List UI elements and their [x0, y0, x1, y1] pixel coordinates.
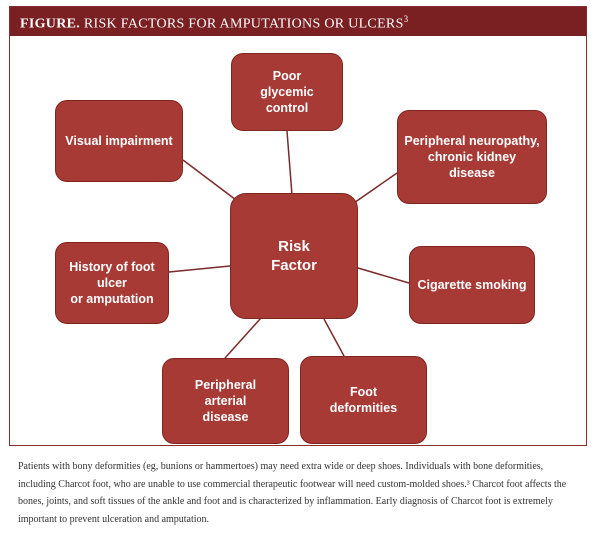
- connector-visual: [182, 159, 241, 204]
- node-history-of-foot-ulcer: History of foot ulcer or amputation: [55, 242, 169, 324]
- node-cigarette-smoking-label: Cigarette smoking: [417, 278, 527, 292]
- node-poor-glycemic-control: Poor glycemic control: [231, 53, 343, 131]
- connector-arterial: [224, 317, 262, 359]
- node-peripheral-arterial-disease: Peripheral arterial disease: [162, 358, 289, 444]
- node-history-of-foot-ulcer-label: History of foot ulcer or amputation: [69, 260, 155, 306]
- node-risk-factor-center-label: Risk Factor: [271, 238, 317, 274]
- figure-title-reference: 3: [403, 14, 409, 24]
- connector-glycemic: [286, 130, 293, 196]
- node-peripheral-arterial-disease-label: Peripheral arterial disease: [194, 378, 257, 424]
- connector-neuropathy: [350, 172, 398, 206]
- node-foot-deformities: Foot deformities: [300, 356, 427, 444]
- figure-label: FIGURE.: [20, 16, 81, 32]
- node-peripheral-neuropathy: Peripheral neuropathy, chronic kidney di…: [397, 110, 547, 204]
- node-cigarette-smoking: Cigarette smoking: [409, 246, 535, 324]
- figure-title: RISK FACTORS FOR AMPUTATIONS OR ULCERS: [83, 16, 404, 32]
- node-visual-impairment-label: Visual impairment: [65, 134, 173, 148]
- connector-smoking: [357, 267, 410, 284]
- connector-history: [168, 265, 231, 273]
- figure-caption: Patients with bony deformities (eg, buni…: [18, 461, 567, 525]
- node-visual-impairment: Visual impairment: [55, 100, 183, 182]
- node-risk-factor-center: Risk Factor: [230, 193, 358, 319]
- node-poor-glycemic-control-label: Poor glycemic control: [260, 69, 314, 115]
- node-foot-deformities-label: Foot deformities: [329, 385, 398, 415]
- node-peripheral-neuropathy-label: Peripheral neuropathy, chronic kidney di…: [404, 134, 540, 180]
- connector-deformities: [323, 318, 345, 357]
- figure-header: FIGURE. RISK FACTORS FOR AMPUTATIONS OR …: [10, 7, 586, 36]
